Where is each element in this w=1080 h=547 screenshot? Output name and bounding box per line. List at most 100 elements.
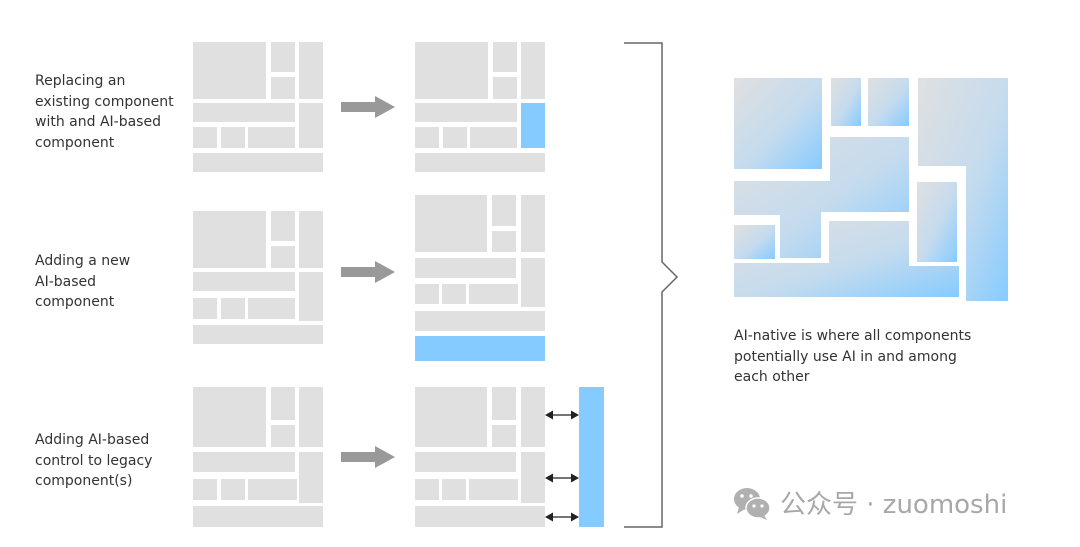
component-block [193,387,266,447]
watermark: 公众号 · zuomoshi [732,484,1007,521]
transform-arrow-icon [341,96,395,118]
component-block [493,77,517,99]
component-block [521,195,545,252]
component-block [299,103,323,148]
component-block [521,387,545,447]
caption-line: potentially use AI in and among [734,348,957,365]
transform-arrow-icon [341,446,395,468]
component-block [299,452,323,503]
component-block [193,127,217,148]
component-block [271,425,295,447]
component-block [299,42,323,99]
component-block [415,103,517,122]
ai-native-block [734,137,909,258]
wechat-icon [734,487,771,520]
legacy-system-grid-row-3 [193,387,324,529]
summary-bracket-icon [624,42,679,528]
bidirectional-arrow-icon [545,410,579,420]
caption-line: each other [734,369,810,385]
label-line: component [35,134,115,151]
component-block [221,298,245,319]
ai-native-block [831,78,861,126]
component-block [271,77,295,99]
ai-native-block [868,78,909,126]
row-2-label: Adding a new AI-based component [35,251,195,313]
ai-component-block [521,103,545,148]
component-block [469,284,518,304]
ai-native-block [734,78,822,169]
component-block [299,211,323,268]
ai-native-block [917,182,957,262]
ai-component-block [415,336,545,361]
ai-native-block [918,78,1008,301]
component-block [271,387,295,420]
label-line: component(s) [35,473,133,489]
ai-native-block [734,221,959,297]
label-line: Adding AI-based [35,432,150,448]
component-block [415,452,516,472]
transform-arrow-icon [341,261,395,283]
component-block [442,479,466,500]
added-component-grid [415,195,546,365]
component-block [415,311,545,331]
legacy-system-grid-row-2 [193,211,324,344]
component-block [415,195,487,252]
component-block [415,42,488,99]
component-block [299,387,323,447]
label-line: Replacing an [35,73,126,89]
component-block [415,387,487,447]
component-block [193,325,323,344]
row-3-label: Adding AI-based control to legacy compon… [35,430,195,492]
legacy-system-grid-row-1 [193,42,324,173]
component-block [221,127,245,148]
component-block [521,258,545,307]
component-block [492,195,516,226]
label-line: Adding a new [35,253,131,269]
ai-native-caption: AI-native is where all components potent… [734,326,1014,388]
component-block [193,298,217,319]
label-line: existing component [35,93,174,110]
component-block [415,479,439,500]
component-block [299,272,323,321]
component-block [193,103,295,122]
component-block [470,127,517,148]
component-block [492,231,516,252]
component-block [443,127,467,148]
component-block [271,211,295,241]
component-block [193,211,266,268]
watermark-text: 公众号 · zuomoshi [780,490,1008,520]
component-block [193,42,266,99]
row-1-label: Replacing an existing component with and… [35,71,195,153]
component-block [469,479,518,500]
component-block [193,479,217,500]
component-block [221,479,245,500]
component-block [193,506,323,527]
component-block [493,42,517,72]
ai-native-block [734,225,775,259]
component-block [415,506,545,527]
component-block [248,298,295,319]
label-line: with and AI-based [35,114,161,130]
label-line: control to legacy [35,452,153,469]
component-block [248,479,297,500]
component-block [492,387,516,420]
component-block [415,127,439,148]
bidirectional-arrow-icon [545,473,579,483]
ai-control-grid [415,387,546,529]
component-block [248,127,295,148]
bidirectional-arrow-icon [545,512,579,522]
component-block [415,153,545,172]
ai-control-bar [579,387,604,527]
replaced-component-grid [415,42,546,173]
component-block [442,284,466,304]
label-line: AI-based [35,273,97,290]
component-block [521,452,545,503]
component-block [271,246,295,268]
component-block [271,42,295,72]
component-block [193,452,295,472]
caption-line: AI-native is where all components [734,328,972,344]
component-block [492,425,516,447]
component-block [193,153,323,172]
label-line: component [35,294,115,310]
component-block [415,258,516,278]
